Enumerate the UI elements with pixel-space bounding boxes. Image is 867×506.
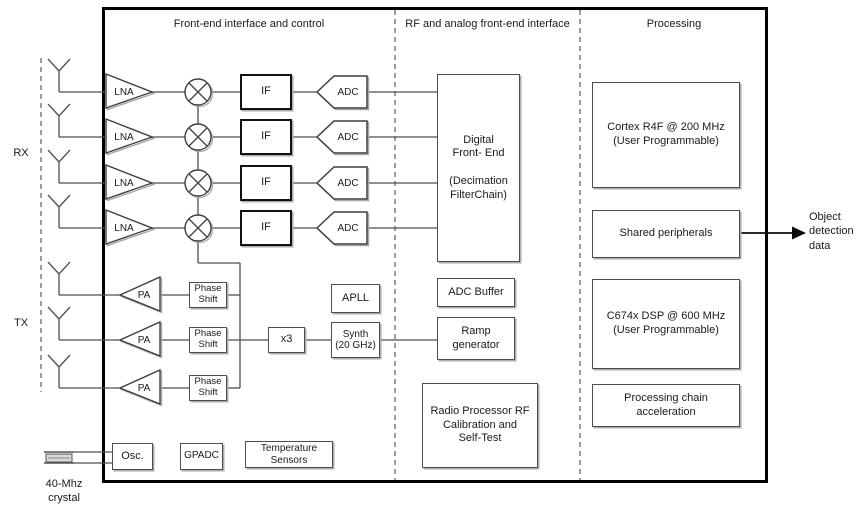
if-block: IF: [240, 119, 292, 155]
amplifier-triangle-icon: [105, 117, 155, 154]
lna-label: LNA: [114, 132, 134, 143]
digital-front-end-block: Digital Front- End (Decimation FilterCha…: [437, 74, 520, 262]
section-header-rf: RF and analog front-end interface: [405, 18, 570, 30]
adc-pentagon-icon: [315, 166, 368, 200]
radio-processor-block: Radio Processor RF Calibration and Self-…: [422, 383, 538, 468]
crystal-wires: [74, 451, 112, 464]
if-block: IF: [240, 74, 292, 110]
mixer-icon: [184, 169, 214, 199]
pa-label: PA: [137, 383, 151, 394]
temperature-sensors-block: Temperature Sensors: [245, 441, 333, 468]
tx-group-label: TX: [13, 317, 29, 329]
adc-label: ADC: [337, 132, 359, 143]
antenna-icon: [47, 103, 71, 137]
tx-antenna-icons: [47, 261, 71, 388]
rx-group-label: RX: [13, 147, 29, 159]
output-label: Object detection data: [809, 211, 854, 252]
lna-amplifier-icons: [105, 72, 156, 247]
cortex-r4f-block: Cortex R4F @ 200 MHz (User Programmable): [592, 82, 740, 188]
lna-label: LNA: [114, 178, 134, 189]
pa-amplifier-icons: [118, 275, 163, 407]
lna-label: LNA: [114, 87, 134, 98]
mixer-icon: [184, 214, 214, 244]
adc-pentagon-icon: [315, 75, 368, 109]
antenna-icon: [47, 261, 71, 295]
section-header-frontend: Front-end interface and control: [173, 18, 325, 30]
adc-converter-icons: [315, 75, 370, 247]
arrowhead-icon: [792, 226, 806, 240]
synth-block: Synth (20 GHz): [331, 322, 380, 358]
if-block: IF: [240, 165, 292, 201]
pa-label: PA: [137, 335, 151, 346]
x3-multiplier-block: x3: [268, 327, 305, 353]
adc-pentagon-icon: [315, 120, 368, 154]
gpadc-block: GPADC: [180, 443, 223, 470]
antenna-icon: [47, 306, 71, 340]
rx-antenna-icons: [47, 58, 71, 228]
pa-label: PA: [137, 290, 151, 301]
adc-label: ADC: [337, 87, 359, 98]
amplifier-triangle-icon: [118, 320, 161, 358]
phase-shift-block: Phase Shift: [189, 375, 227, 401]
crystal-icon: [44, 451, 74, 464]
processing-chain-acceleration-block: Processing chain acceleration: [592, 384, 740, 427]
mixer-icon: [184, 78, 214, 108]
c674x-dsp-block: C674x DSP @ 600 MHz (User Programmable): [592, 279, 740, 369]
antenna-icon: [47, 354, 71, 388]
adc-label: ADC: [337, 178, 359, 189]
amplifier-triangle-icon: [105, 163, 155, 200]
amplifier-triangle-icon: [105, 72, 155, 109]
rx-row-wires: [59, 91, 437, 229]
oscillator-block: Osc.: [112, 443, 153, 470]
tx-row-wires: [59, 294, 189, 389]
adc-label: ADC: [337, 223, 359, 234]
mixer-icon: [184, 123, 214, 153]
phase-shift-block: Phase Shift: [189, 327, 227, 353]
antenna-icon: [47, 58, 71, 92]
output-arrow: [740, 226, 806, 240]
mixer-icons: [184, 78, 214, 244]
if-block: IF: [240, 210, 292, 246]
amplifier-triangle-icon: [118, 368, 161, 406]
antenna-icon: [47, 194, 71, 228]
lna-label: LNA: [114, 223, 134, 234]
adc-pentagon-icon: [315, 211, 368, 245]
section-header-processing: Processing: [646, 18, 702, 30]
shared-peripherals-block: Shared peripherals: [592, 210, 740, 258]
amplifier-triangle-icon: [118, 275, 161, 313]
antenna-icon: [47, 149, 71, 183]
amplifier-triangle-icon: [105, 208, 155, 245]
ramp-generator-block: Ramp generator: [437, 317, 515, 360]
crystal-label: 40-Mhz crystal: [45, 478, 83, 505]
phase-shift-block: Phase Shift: [189, 282, 227, 308]
apll-block: APLL: [331, 284, 380, 313]
adc-buffer-block: ADC Buffer: [437, 278, 515, 307]
